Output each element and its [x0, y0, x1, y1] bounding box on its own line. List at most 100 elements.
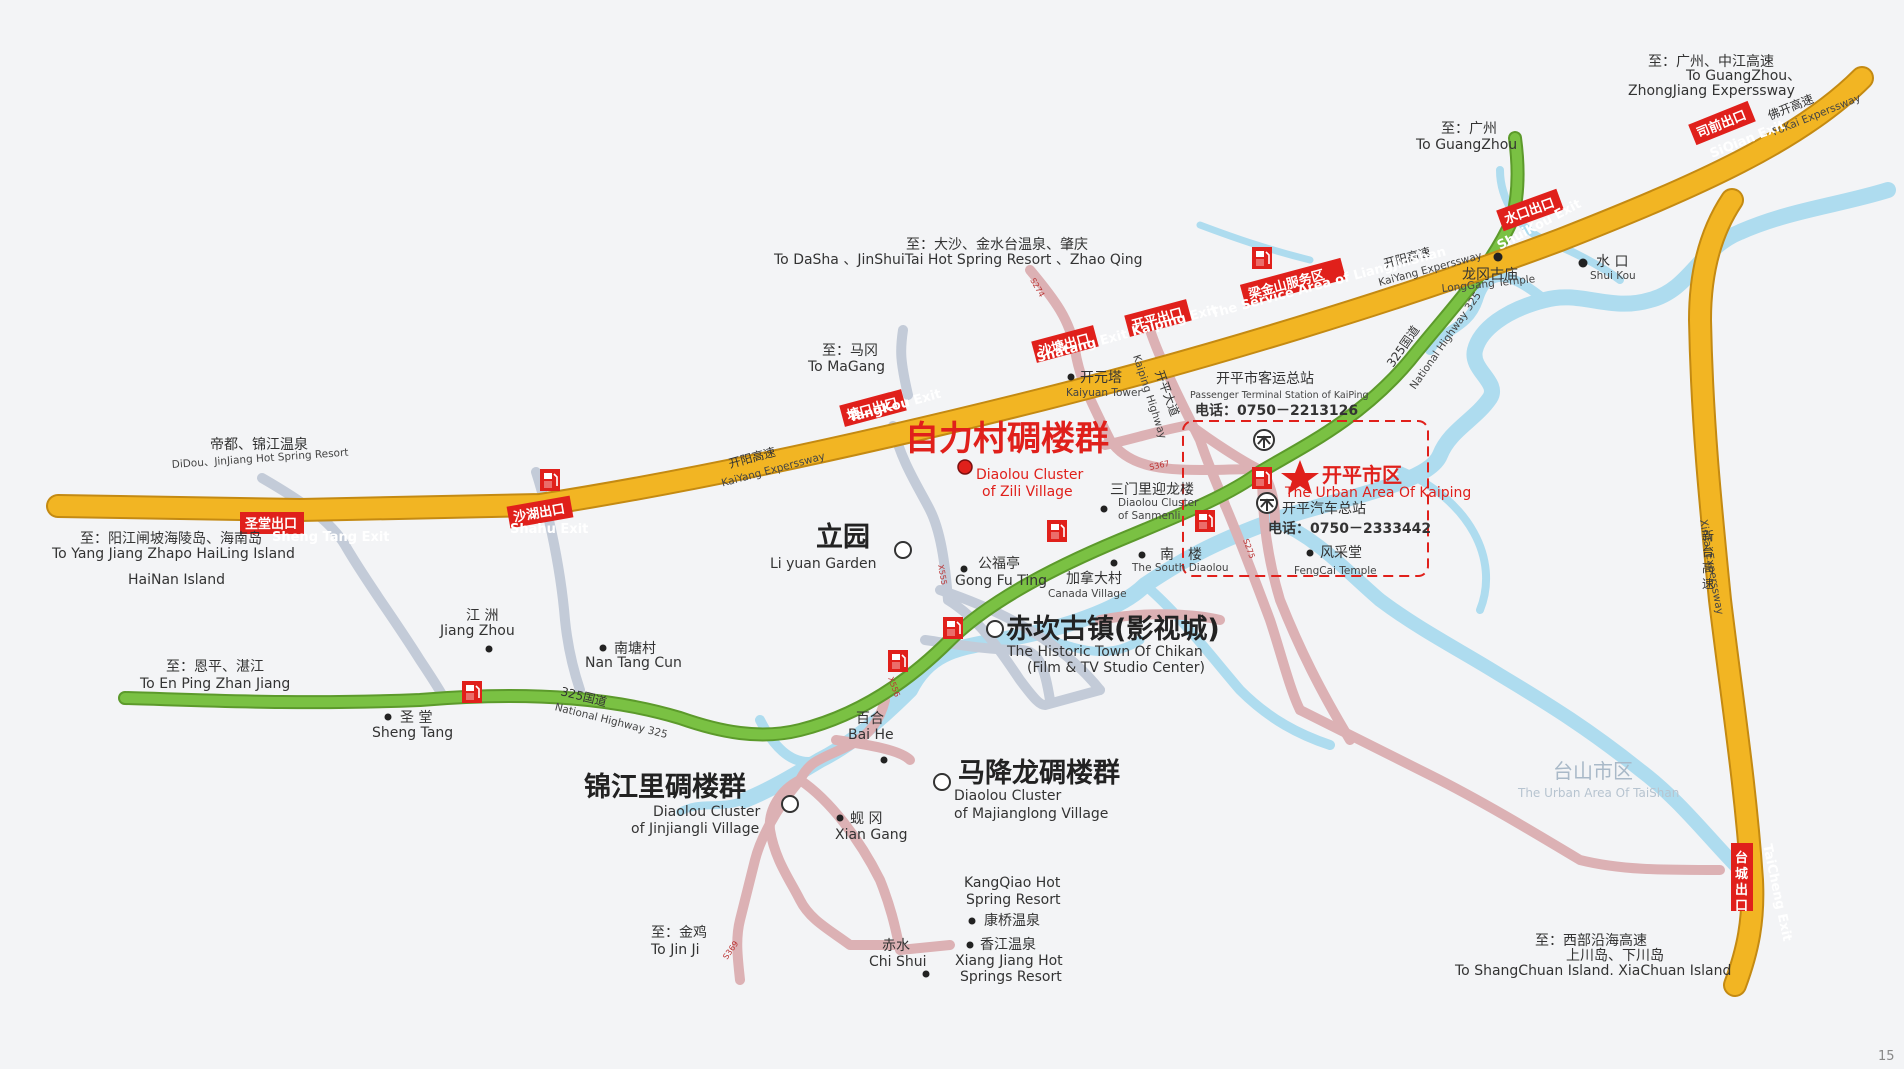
place-baihe-cn: 百合: [856, 711, 884, 727]
dest-shangchuan-en: To ShangChuan Island. XiaChuan Island: [1454, 963, 1731, 979]
place-dot[interactable]: [960, 565, 968, 573]
poi-majianglong-cn: 马降龙碉楼群: [958, 758, 1120, 789]
place-dot[interactable]: [1100, 505, 1108, 513]
poi-jinjiangli-en2: of Jinjiangli Village: [631, 821, 759, 837]
star-icon[interactable]: [1281, 460, 1319, 494]
place-dot[interactable]: [599, 644, 607, 652]
place-kangqiao-en2: Spring Resort: [966, 892, 1061, 908]
place-sanmenli-en1: Diaolou Cluster: [1118, 497, 1199, 509]
place-dot[interactable]: [1306, 549, 1314, 557]
place-dot[interactable]: [1110, 559, 1118, 567]
poi-chikan[interactable]: 赤坎古镇(影视城) The Historic Town Of Chikan (F…: [986, 614, 1220, 676]
place-dot[interactable]: [880, 756, 888, 764]
place-gongfu[interactable]: 公福亭 Gong Fu Ting: [955, 555, 1047, 589]
place-chishui[interactable]: 赤水 Chi Shui: [869, 938, 930, 978]
place-kaiyuan-cn: 开元塔: [1080, 370, 1122, 386]
gas-station-icon: [461, 680, 483, 704]
page-number: 15: [1878, 1049, 1895, 1064]
place-canada[interactable]: 加拿大村 Canada Village: [1048, 559, 1127, 601]
dest-yangjiang-cn: 至：阳江闸坡海陵岛、海南岛: [80, 531, 262, 547]
poi-jinjiangli-en1: Diaolou Cluster: [653, 804, 761, 820]
dest-guangzhou-zhongjiang-en1: To GuangZhou、: [1685, 68, 1801, 84]
dest-enping: 至：恩平、湛江 To En Ping Zhan Jiang: [139, 659, 290, 692]
area-taishan-cn: 台山市区: [1553, 759, 1633, 783]
xintai-label-cn-4: 速: [1702, 577, 1714, 591]
place-dot[interactable]: [485, 645, 493, 653]
kaiyang-expressway: [46, 66, 1874, 522]
poi-zili-en1: Diaolou Cluster: [976, 467, 1084, 483]
xintai-label-cn-2: 台: [1702, 544, 1714, 559]
place-dot[interactable]: [968, 917, 976, 925]
place-dot[interactable]: [1067, 373, 1075, 381]
bus-station-icon[interactable]: [1253, 429, 1275, 451]
poi-majianglong-marker[interactable]: [933, 773, 951, 791]
poi-kaiping-urban-en: The Urban Area Of Kaiping: [1284, 485, 1471, 501]
place-xiangang-en: Xian Gang: [835, 827, 908, 843]
dest-shangchuan-cn1: 至：西部沿海高速: [1535, 932, 1647, 949]
gas-station-icon: [1194, 509, 1216, 533]
poi-zili-marker[interactable]: [957, 459, 973, 475]
place-shengtang[interactable]: 圣 堂 Sheng Tang: [372, 710, 453, 741]
gas-station-icon: [1046, 519, 1068, 543]
place-dot[interactable]: [922, 970, 930, 978]
place-dot[interactable]: [384, 713, 392, 721]
gas-station-icon: [1251, 466, 1273, 490]
place-nantang[interactable]: 南塘村 Nan Tang Cun: [585, 641, 682, 671]
gas-station-icon: [1251, 246, 1273, 270]
poi-chikan-marker[interactable]: [986, 620, 1004, 638]
place-shuikou[interactable]: 水 口 Shui Kou: [1578, 254, 1636, 282]
place-xiangjiang-en2: Springs Resort: [960, 969, 1062, 985]
place-sanmenli[interactable]: 三门里迎龙楼 Diaolou Cluster of Sanmenli: [1100, 482, 1200, 522]
place-fengcai[interactable]: 风采堂 FengCai Temple: [1294, 545, 1377, 577]
area-taishan[interactable]: 台山市区 The Urban Area Of TaiShan: [1517, 759, 1679, 800]
poi-zili-cn: 自力村碉楼群: [905, 419, 1109, 459]
bus-terminal[interactable]: 开平市客运总站 Passenger Terminal Station of Ka…: [1190, 370, 1369, 451]
exit-shahu-en: Shahu Exit: [510, 522, 588, 537]
place-xiangang-cn: 蚬 冈: [850, 811, 882, 827]
place-xiangang[interactable]: 蚬 冈 Xian Gang: [835, 811, 908, 843]
poi-jinjiangli-marker[interactable]: [781, 795, 799, 813]
dest-yangjiang-en1: To Yang Jiang Zhapo HaiLing Island: [51, 546, 295, 562]
place-chishui-cn: 赤水: [882, 938, 910, 954]
dest-magang: 至：马冈 To MaGang: [807, 343, 885, 375]
poi-majianglong-en1: Diaolou Cluster: [954, 788, 1062, 804]
bus-terminal-en: Passenger Terminal Station of KaiPing: [1190, 390, 1369, 401]
place-nanlou[interactable]: 南 楼 The South Diaolou: [1131, 547, 1229, 574]
poi-zili[interactable]: 自力村碉楼群 Diaolou Cluster of Zili Village: [905, 419, 1109, 500]
place-jiangzhou[interactable]: 江 洲 Jiang Zhou: [439, 608, 515, 653]
place-xiangjiang-cn: 香江温泉: [980, 936, 1036, 953]
bus-station-icon[interactable]: [1256, 492, 1278, 514]
exit-shahu: 沙湖出口 Shahu Exit: [506, 495, 588, 537]
poi-majianglong[interactable]: 马降龙碉楼群 Diaolou Cluster of Majianglong Vi…: [933, 758, 1120, 822]
poi-liyuan-cn: 立园: [816, 521, 870, 553]
national-highway-325: [118, 131, 1525, 742]
poi-liyuan[interactable]: 立园 Li yuan Garden: [770, 521, 912, 572]
poi-jinjiangli[interactable]: 锦江里碉楼群 Diaolou Cluster of Jinjiangli Vil…: [584, 772, 799, 837]
exit-taicheng-cn-2: 城: [1735, 866, 1748, 882]
place-dot[interactable]: [966, 941, 974, 949]
place-baihe[interactable]: 百合 Bai He: [848, 711, 894, 764]
place-dot[interactable]: [1493, 252, 1503, 262]
bus-auto-station[interactable]: 开平汽车总站 电话：0750－2333442: [1256, 492, 1431, 537]
place-kangqiao-en1: KangQiao Hot: [964, 875, 1061, 891]
exit-shengtang-en: Sheng Tang Exit: [272, 530, 390, 545]
dest-guangzhou: 至：广州 To GuangZhou: [1415, 121, 1517, 153]
place-dot[interactable]: [1578, 258, 1588, 268]
place-canada-cn: 加拿大村: [1066, 570, 1122, 587]
place-sanmenli-en2: of Sanmenli: [1118, 510, 1180, 522]
place-xiangjiang[interactable]: 香江温泉 Xiang Jiang Hot Springs Resort: [955, 936, 1063, 985]
dest-guangzhou-en: To GuangZhou: [1415, 137, 1517, 153]
dest-guangzhou-zhongjiang: 至：广州、中江高速 To GuangZhou、 ZhongJiang Exper…: [1628, 53, 1801, 99]
poi-liyuan-marker[interactable]: [894, 541, 912, 559]
dest-magang-cn: 至：马冈: [822, 343, 878, 359]
poi-chikan-cn: 赤坎古镇(影视城): [1006, 614, 1220, 645]
place-dot[interactable]: [1138, 551, 1146, 559]
dest-dasha: 至：大沙、金水台温泉、肇庆 To DaSha 、JinShuiTai Hot S…: [773, 236, 1143, 268]
place-shengtang-en: Sheng Tang: [372, 725, 453, 741]
poi-kaiping-urban[interactable]: 开平市区 The Urban Area Of Kaiping: [1281, 460, 1471, 501]
place-kangqiao[interactable]: KangQiao Hot Spring Resort 康桥温泉: [964, 875, 1061, 929]
place-dot[interactable]: [836, 814, 844, 822]
place-kaiyuan[interactable]: 开元塔 Kaiyuan Tower: [1066, 370, 1142, 399]
exit-shengtang: 圣堂出口 Sheng Tang Exit: [240, 512, 390, 545]
